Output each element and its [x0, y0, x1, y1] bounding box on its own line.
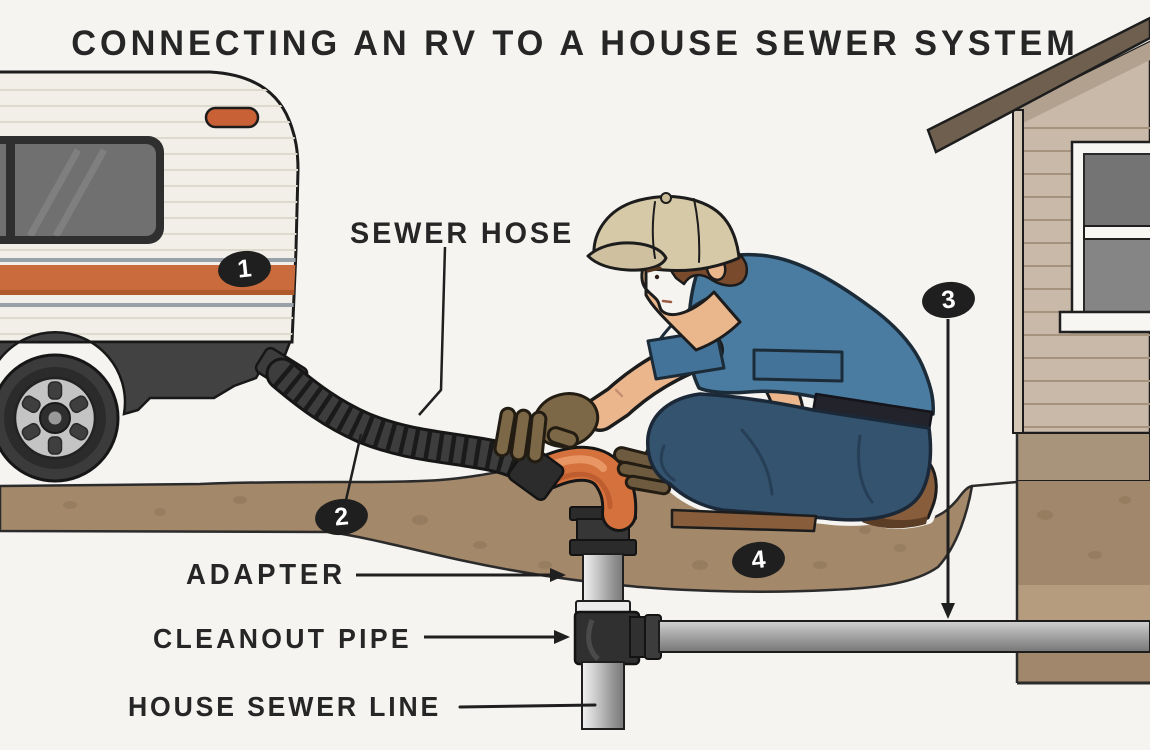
worker-near-glove [493, 392, 600, 464]
elbow-fitting [530, 445, 638, 532]
house-window [1058, 140, 1150, 334]
label-house-sewer-line: HOUSE SEWER LINE [128, 691, 442, 722]
cleanout-pipe-arrow [424, 630, 570, 644]
house-sewer-pipe-vertical [581, 661, 625, 730]
rv-pinstripe-bottom [0, 303, 298, 307]
roof-eave [926, 16, 1150, 154]
label-adapter: ADAPTER [186, 559, 346, 591]
window-sill [1058, 310, 1150, 334]
worker-jeans [646, 392, 933, 522]
rv-pinstripe-top [0, 258, 298, 262]
diagram-title: CONNECTING AN RV TO A HOUSE SEWER SYSTEM [71, 24, 1079, 63]
label-sewer-hose: SEWER HOSE [350, 217, 575, 250]
ground-line [971, 480, 1018, 488]
label-cleanout-pipe: CLEANOUT PIPE [153, 623, 413, 654]
house-sewer-pipe-horizontal [658, 620, 1150, 653]
adapter-pipe [582, 553, 624, 605]
worker-figure [493, 192, 943, 533]
badge-3-arrow [941, 319, 955, 619]
annotations [344, 246, 955, 709]
adapter-arrow [356, 568, 566, 582]
corner-trim [1012, 109, 1024, 434]
eave-shadow [1017, 42, 1150, 126]
worker-face [640, 256, 742, 352]
worker-cap-brim [586, 241, 668, 272]
foundation-strip [1016, 432, 1150, 482]
rv-marker-light [204, 106, 260, 129]
rv-underbody [0, 331, 292, 416]
rv-wheel [0, 353, 120, 483]
house [926, 16, 1150, 482]
worker-head [586, 192, 749, 352]
badge-2-leader-line [344, 433, 363, 501]
worker-front-boot [670, 508, 818, 533]
house-sewer-line-leader [458, 703, 597, 709]
sewer-hose-leader-line [418, 246, 447, 416]
rv-window [0, 136, 164, 244]
